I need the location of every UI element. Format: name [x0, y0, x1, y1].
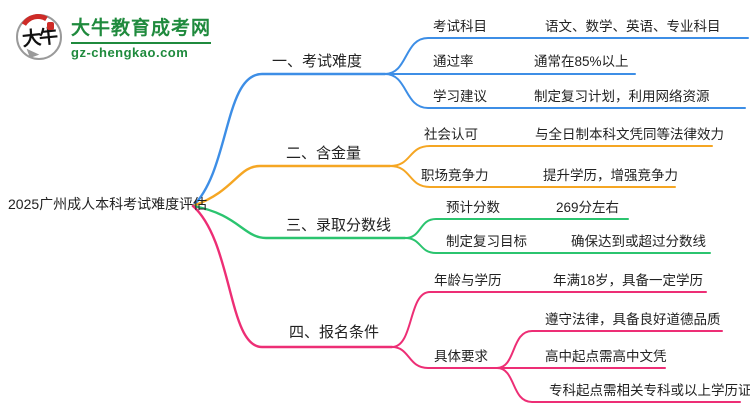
study-advice-value: 制定复习计划，利用网络资源	[534, 89, 710, 104]
exam-subjects-value: 语文、数学、英语、专业科目	[545, 19, 721, 34]
branch-3-admission-score: 三、录取分数线	[286, 217, 392, 234]
exam-subjects-label: 考试科目	[433, 19, 487, 34]
estimated-score-value: 269分左右	[556, 200, 620, 215]
branch2-lines	[191, 145, 713, 208]
review-goal-label: 制定复习目标	[446, 234, 527, 249]
logo-seal-icon	[47, 21, 54, 30]
site-url: gz-chengkao.com	[71, 42, 212, 60]
branch4-lines	[191, 204, 741, 403]
branch-2-credential-value: 二、含金量	[286, 145, 362, 162]
age-education-label: 年龄与学历	[434, 273, 502, 288]
logo-text-block: 大牛教育成考网 gz-chengkao.com	[71, 13, 212, 60]
branch1-lines	[191, 37, 749, 208]
branch-4-registration-requirements: 四、报名条件	[289, 324, 380, 341]
pass-rate-value: 通常在85%以上	[534, 54, 629, 69]
workplace-competitiveness-label: 职场竞争力	[421, 168, 489, 183]
branch3-lines	[191, 204, 711, 254]
requirement-item-college-certificate: 专科起点需相关专科或以上学历证书	[549, 383, 750, 398]
site-logo: 大牛 大牛教育成考网 gz-chengkao.com	[14, 9, 212, 67]
pass-rate-label: 通过率	[433, 54, 474, 69]
review-goal-value: 确保达到或超过分数线	[571, 234, 706, 249]
study-advice-label: 学习建议	[433, 89, 487, 104]
site-name: 大牛教育成考网	[71, 18, 212, 39]
requirement-item-law-morality: 遵守法律，具备良好道德品质	[545, 312, 721, 327]
workplace-competitiveness-value: 提升学历，增强竞争力	[543, 168, 678, 183]
logo-badge-icon: 大牛	[14, 9, 62, 67]
requirement-item-highschool-diploma: 高中起点需高中文凭	[545, 349, 667, 364]
branch-1-exam-difficulty: 一、考试难度	[272, 53, 363, 70]
root-topic: 2025广州成人本科考试难度评估	[8, 196, 208, 212]
specific-requirements-label: 具体要求	[434, 349, 488, 364]
logo-badge-text: 大牛	[21, 25, 58, 51]
age-education-value: 年满18岁，具备一定学历	[553, 273, 704, 288]
estimated-score-label: 预计分数	[446, 200, 500, 215]
social-recognition-value: 与全日制本科文凭同等法律效力	[535, 127, 724, 142]
social-recognition-label: 社会认可	[424, 127, 478, 142]
